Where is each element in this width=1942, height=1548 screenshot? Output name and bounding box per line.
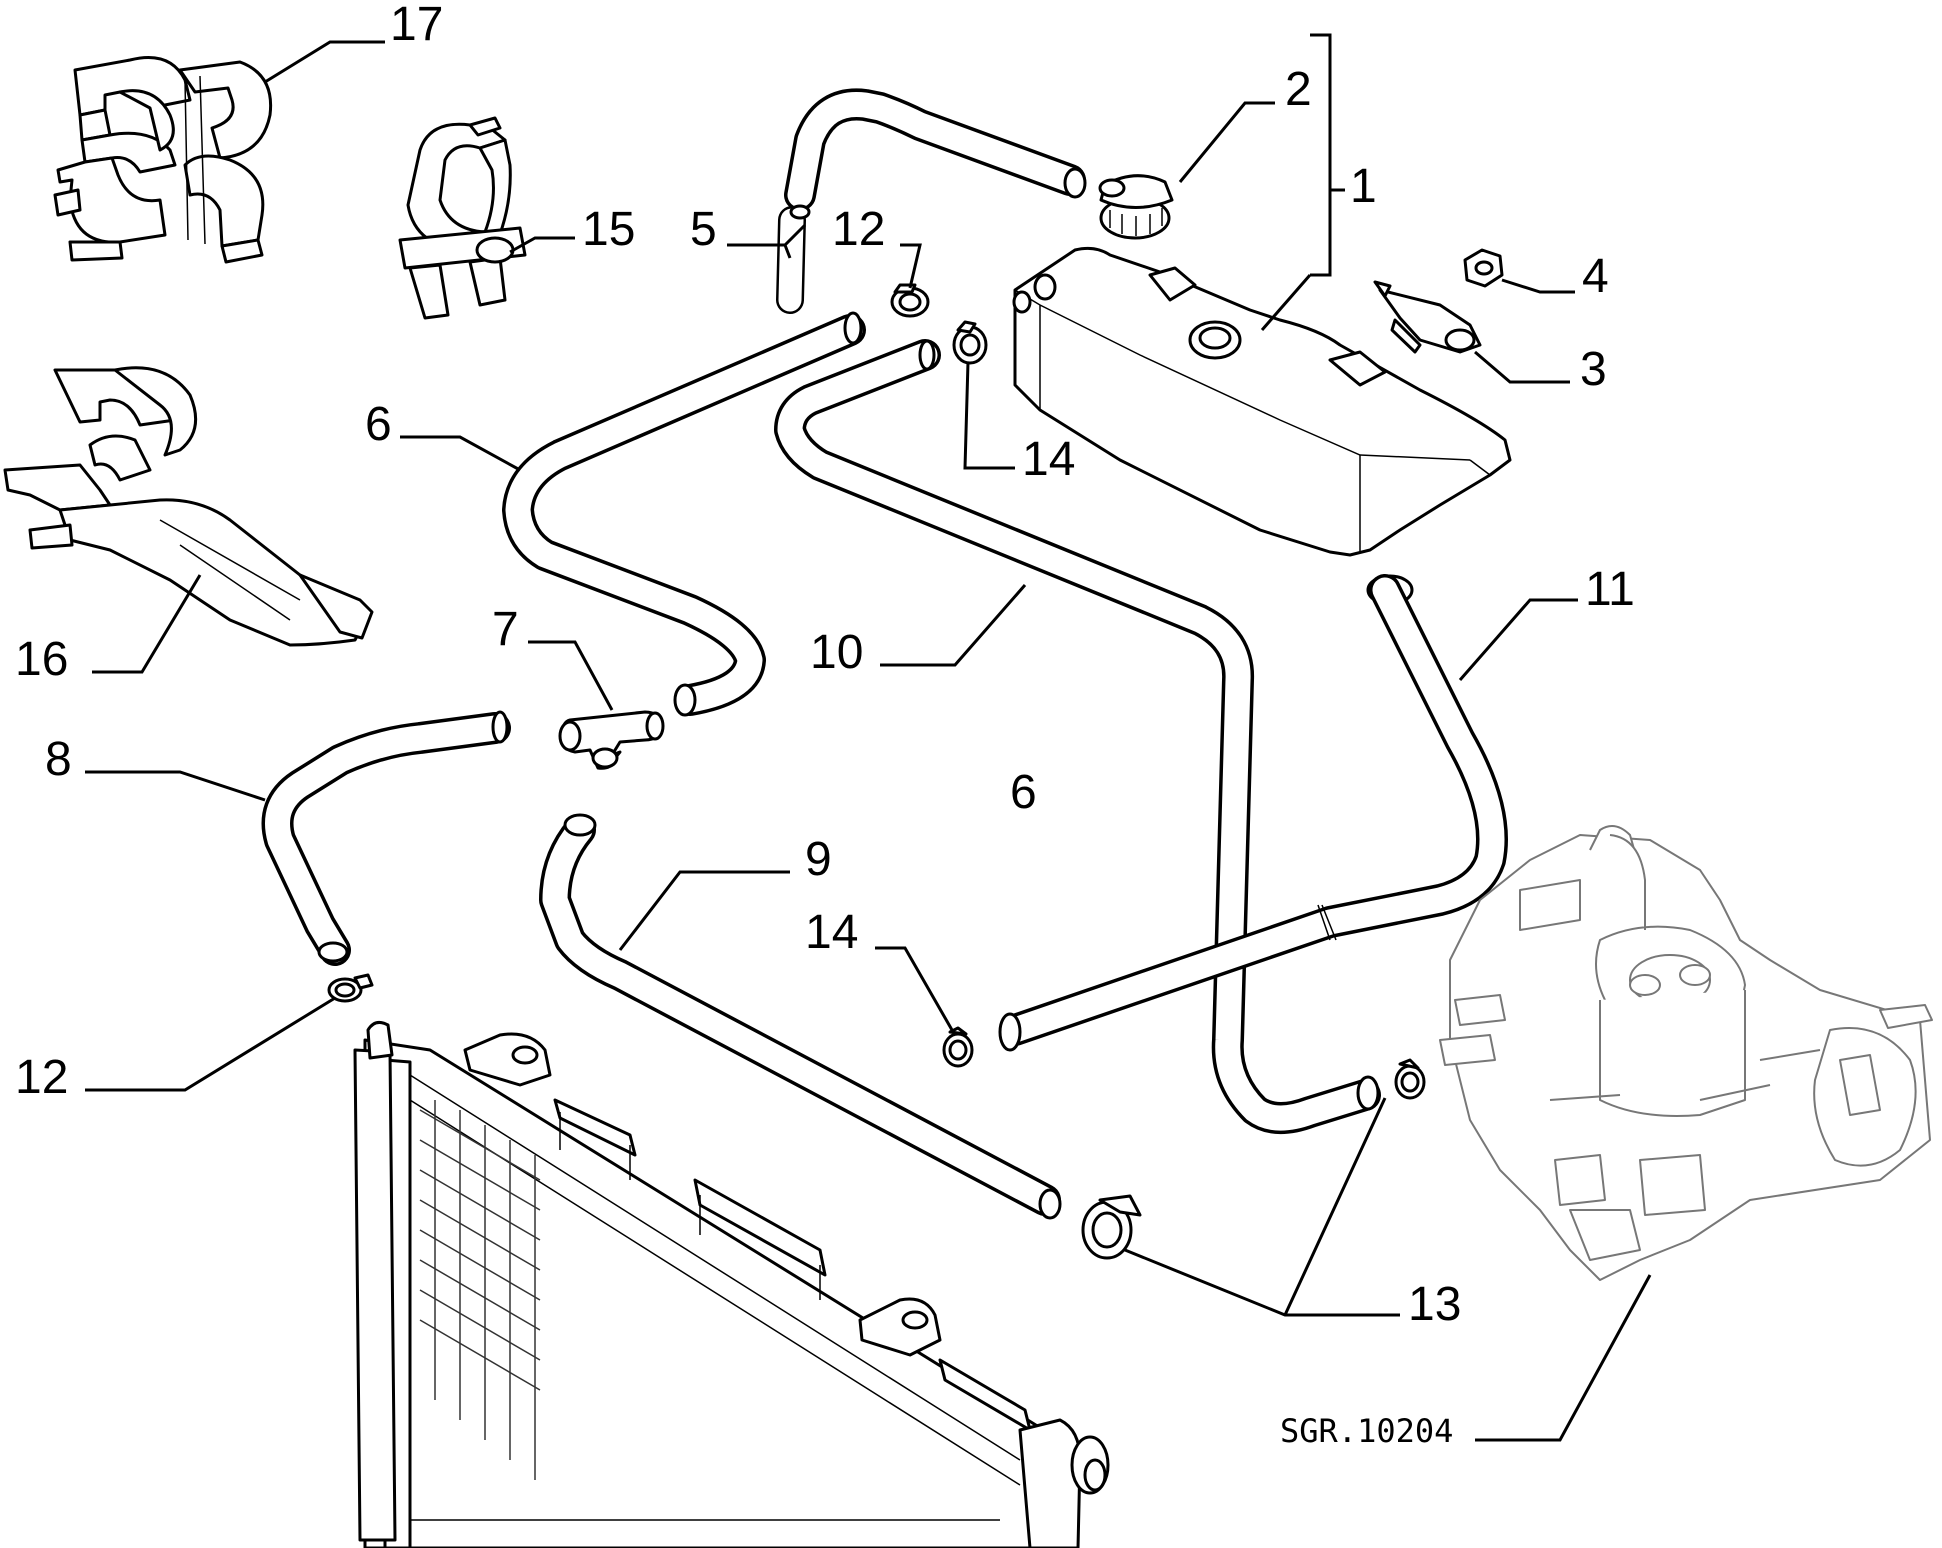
callout-2: 2: [1285, 63, 1312, 116]
carburettor-icon: [1439, 825, 1933, 1281]
hose-clip-12-lower-icon: [327, 973, 374, 1003]
hose-clip-12-top-icon: [890, 283, 930, 318]
callout-8: 8: [45, 733, 72, 786]
leader-lines: [85, 33, 1652, 1442]
nut-4-icon: [1463, 248, 1504, 288]
callout-15: 15: [582, 203, 635, 256]
callout-12-lower: 12: [15, 1051, 68, 1104]
hose-8-icon: [261, 710, 511, 966]
expansion-tank-1-icon: [1012, 246, 1512, 606]
hose-11-icon: [998, 574, 1508, 1052]
hose-clip-14-top-icon: [952, 320, 988, 365]
callout-1: 1: [1350, 160, 1377, 213]
callout-5: 5: [690, 203, 717, 256]
level-sensor-3-icon: [1373, 280, 1482, 354]
radiator-icon: [353, 1020, 1110, 1548]
hose-10-icon: [774, 339, 1381, 1134]
three-way-union-7-icon: [558, 710, 665, 770]
callout-14-lower: 14: [805, 906, 858, 959]
tank-cap-2-icon: [1098, 174, 1174, 240]
callout-16: 16: [15, 633, 68, 686]
hose-clip-13-upper-icon: [1394, 1058, 1426, 1100]
hose-clip-14-lower-icon: [942, 1026, 974, 1068]
callout-11: 11: [1585, 563, 1635, 616]
pipe-bracket-16-icon: [3, 366, 374, 647]
callout-6-lower: 6: [1010, 766, 1037, 819]
radiator-core-icon: [419, 1100, 541, 1480]
callout-4: 4: [1582, 250, 1609, 303]
callout-9: 9: [805, 833, 832, 886]
callout-13: 13: [1408, 1278, 1461, 1331]
callout-17: 17: [390, 0, 443, 51]
callout-3: 3: [1580, 343, 1607, 396]
callout-7: 7: [492, 603, 519, 656]
callout-10: 10: [810, 626, 863, 679]
drawing-code: SGR.10204: [1280, 1412, 1453, 1450]
pipe-bracket-15-icon: [398, 116, 527, 320]
hose-clip-13-lower-icon: [1081, 1194, 1142, 1260]
hose-9-icon: [539, 813, 1062, 1220]
callout-labels: 17 2 1 15 5 12 4 3 6 14 7 10 11 16 8 6 9…: [15, 0, 1635, 1450]
callout-12-top: 12: [832, 203, 885, 256]
callout-6-upper: 6: [365, 398, 392, 451]
hose-6-icon: [502, 311, 866, 717]
callout-14-top: 14: [1022, 433, 1075, 486]
breather-hose-5-icon: [776, 88, 1087, 314]
pipe-bracket-17-icon: [53, 56, 273, 264]
